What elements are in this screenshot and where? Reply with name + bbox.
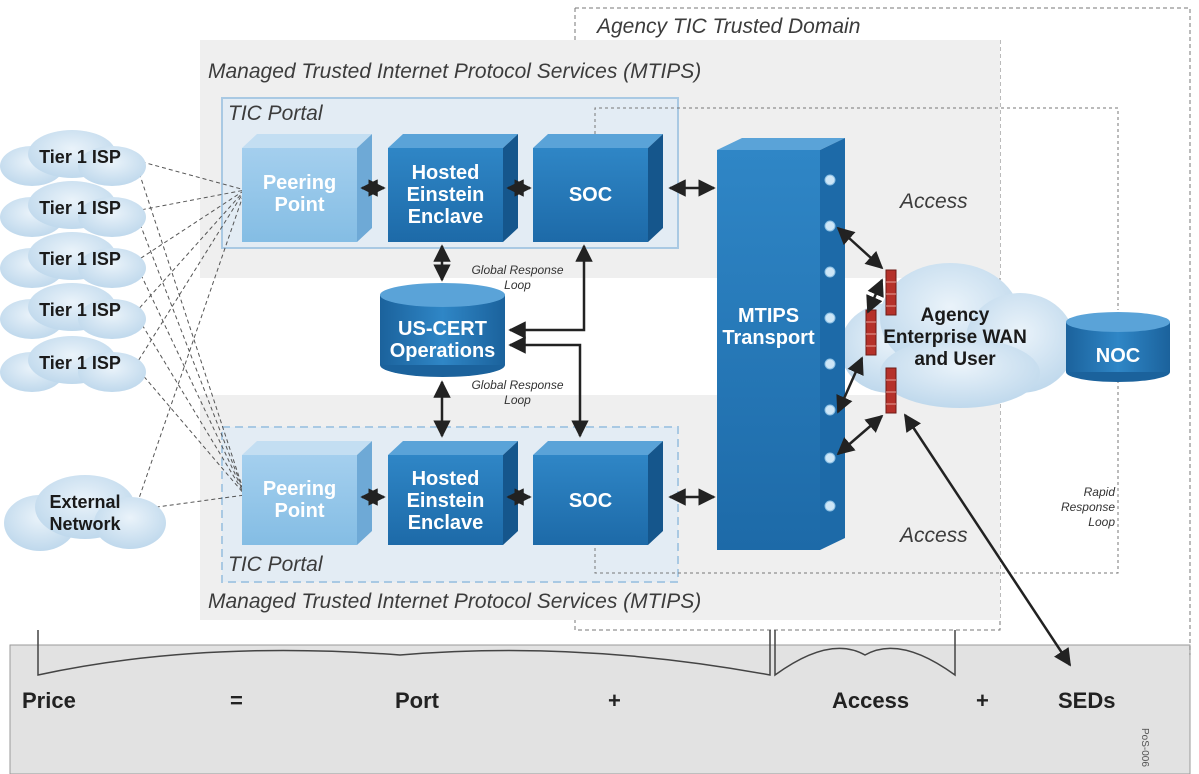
einstein-top-box xyxy=(388,134,518,242)
global-loop-bottom-label: Global Response Loop xyxy=(465,378,570,408)
isp-label-4: Tier 1 ISP xyxy=(39,300,121,320)
price-braces xyxy=(37,630,956,677)
isp-label-1: Tier 1 ISP xyxy=(39,147,121,167)
isp-label-3: Tier 1 ISP xyxy=(39,249,121,269)
einstein-top-line-1: Hosted xyxy=(411,162,480,184)
cloud-external-network xyxy=(4,475,166,551)
noc-loop-path xyxy=(594,107,1119,574)
global-loop-bottom-line-1: Global Response xyxy=(471,378,564,392)
global-loop-top-line-1: Global Response xyxy=(471,263,564,277)
soc-top-box xyxy=(533,134,663,242)
rapid-loop-line-2: Response xyxy=(1060,500,1115,514)
global-loop-top-label: Global Response Loop xyxy=(465,263,570,293)
agency-wan-label: Agency Enterprise WAN and User xyxy=(880,305,1030,371)
access-label-top: Access xyxy=(900,190,968,213)
uscert-cylinder xyxy=(380,283,505,377)
external-network-label: External Network xyxy=(35,491,135,535)
peering-point-bottom-box xyxy=(242,441,372,545)
mtips-transport-label: MTIPS Transport xyxy=(717,305,820,349)
global-loop-top-line-2: Loop xyxy=(504,278,531,292)
agency-domain-label: Agency TIC Trusted Domain xyxy=(597,15,861,38)
einstein-top-line-2: Einstein xyxy=(406,184,485,206)
price-term: Price xyxy=(22,688,76,713)
external-network-line-2: Network xyxy=(49,514,121,534)
agency-wan-line-2: Enterprise WAN xyxy=(883,327,1027,348)
soc-bottom-label: SOC xyxy=(568,490,613,512)
rapid-loop-line-3: Loop xyxy=(1088,515,1115,529)
tic-portal-bottom-label: TIC Portal xyxy=(228,553,323,576)
agency-wan-line-1: Agency xyxy=(920,305,990,326)
cloud-isp-3 xyxy=(0,232,146,288)
mtips-transport-line-2: Transport xyxy=(722,327,815,349)
port-term: Port xyxy=(395,688,439,713)
tic-portal-top-label: TIC Portal xyxy=(228,102,323,125)
isp-label-2: Tier 1 ISP xyxy=(39,198,121,218)
uscert-label: US-CERT Operations xyxy=(380,318,505,362)
isp-label-5: Tier 1 ISP xyxy=(39,353,121,373)
uscert-line-2: Operations xyxy=(389,340,496,362)
peering-top-line-2: Point xyxy=(274,194,325,216)
noc-label: NOC xyxy=(1095,345,1141,367)
cloud-isp-1 xyxy=(0,130,146,186)
agency-wan-line-3: and User xyxy=(914,349,996,370)
plus-sign-1: + xyxy=(608,688,621,713)
external-network-line-1: External xyxy=(49,492,121,512)
access-term: Access xyxy=(832,688,910,713)
einstein-top-line-3: Enclave xyxy=(407,206,484,228)
plus-sign-2: + xyxy=(976,688,989,713)
mtips-top-label: Managed Trusted Internet Protocol Servic… xyxy=(208,60,702,83)
cloud-isp-2 xyxy=(0,181,146,237)
noc-cylinder xyxy=(1066,312,1170,382)
einstein-bottom-label: Hosted Einstein Enclave xyxy=(388,468,503,534)
isp-connections xyxy=(134,159,246,511)
einstein-bottom-line-3: Enclave xyxy=(407,512,484,534)
peering-top-line-1: Peering xyxy=(262,172,337,194)
einstein-bottom-line-1: Hosted xyxy=(411,468,480,490)
isp-clouds xyxy=(0,130,166,551)
arrows xyxy=(360,179,1072,667)
soc-bottom-box xyxy=(533,441,663,545)
peering-bottom-line-2: Point xyxy=(274,500,325,522)
uscert-line-1: US-CERT xyxy=(398,318,487,340)
access-label-bottom: Access xyxy=(900,524,968,547)
rapid-loop-line-1: Rapid xyxy=(1083,485,1115,499)
peering-bottom-line-1: Peering xyxy=(262,478,337,500)
mtips-bottom-label: Managed Trusted Internet Protocol Servic… xyxy=(208,590,702,613)
cloud-isp-5 xyxy=(0,336,146,392)
equals-sign: = xyxy=(230,688,243,713)
cloud-isp-4 xyxy=(0,283,146,339)
mtips-transport-line-1: MTIPS xyxy=(737,305,800,327)
einstein-top-label: Hosted Einstein Enclave xyxy=(388,162,503,228)
global-loop-bottom-line-2: Loop xyxy=(504,393,531,407)
cloud-agency-wan xyxy=(840,263,1075,408)
figure-code: PoS-006 xyxy=(1139,728,1150,767)
seds-term: SEDs xyxy=(1058,688,1116,713)
rapid-loop-label: Rapid Response Loop xyxy=(1050,485,1115,530)
peering-top-label: Peering Point xyxy=(242,172,357,216)
price-bar-background xyxy=(9,644,1191,774)
peering-point-top-box xyxy=(242,134,372,242)
soc-top-label: SOC xyxy=(568,184,613,206)
einstein-bottom-line-2: Einstein xyxy=(406,490,485,512)
peering-bottom-label: Peering Point xyxy=(242,478,357,522)
